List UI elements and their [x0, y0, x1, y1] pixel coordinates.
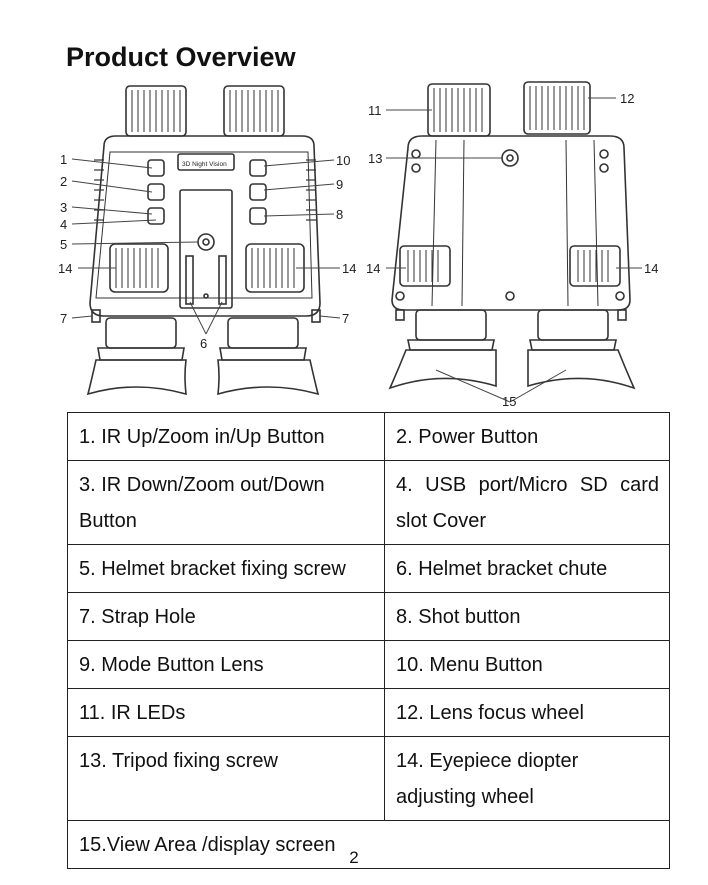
menu-button-icon	[249, 159, 267, 177]
callout-3: 3	[60, 200, 67, 215]
callout-4: 4	[60, 217, 67, 232]
callout-6: 6	[200, 336, 207, 351]
tripod-screw-icon	[501, 149, 519, 167]
callout-12: 12	[620, 91, 634, 106]
mode-button-icon	[249, 183, 267, 201]
table-cell: 5. Helmet bracket fixing screw	[67, 544, 385, 593]
front-right-eyecup	[217, 359, 320, 396]
ir-down-button-icon	[147, 207, 165, 225]
page-title: Product Overview	[66, 42, 296, 72]
callout-2: 2	[60, 174, 67, 189]
callout-5: 5	[60, 237, 67, 252]
callout-8: 8	[336, 207, 343, 222]
table-row: 9. Mode Button Lens 10. Menu Button	[67, 640, 670, 689]
front-body	[89, 135, 321, 317]
device-label-text: 3D Night Vision	[182, 161, 227, 168]
table-cell: 13. Tripod fixing screw	[67, 736, 385, 821]
callout-14-back-left: 14	[366, 261, 380, 276]
front-left-diopter-wheel	[109, 243, 169, 293]
table-cell: 3. IR Down/Zoom out/Down Button	[67, 460, 385, 545]
callout-14-front-right: 14	[342, 261, 356, 276]
front-left-eyecup	[86, 359, 187, 396]
table-cell: 11. IR LEDs	[67, 688, 385, 737]
callout-13: 13	[368, 151, 382, 166]
table-cell: 10. Menu Button	[384, 640, 670, 689]
power-button-icon	[147, 183, 165, 201]
table-cell: 15.View Area /display screen	[67, 820, 670, 869]
table-cell: 8. Shot button	[384, 592, 670, 641]
callout-9: 9	[336, 177, 343, 192]
callout-1: 1	[60, 152, 67, 167]
table-cell: 6. Helmet bracket chute	[384, 544, 670, 593]
front-left-eyepiece	[105, 317, 177, 349]
parts-table: 1. IR Up/Zoom in/Up Button 2. Power Butt…	[67, 412, 670, 869]
device-label-plate	[177, 153, 235, 171]
page-number: 2	[349, 848, 359, 867]
front-right-eyepiece	[227, 317, 299, 349]
binocular-illustration: 1 2 3 4 5 14 7 6 10 9 8 14 7 11 12 13 14…	[58, 81, 658, 408]
strap-hole-right	[311, 309, 321, 323]
table-row: 15.View Area /display screen	[67, 820, 670, 869]
callout-14-front-left: 14	[58, 261, 72, 276]
callout-15: 15	[502, 394, 516, 408]
callout-7-right: 7	[342, 311, 349, 326]
table-cell: 9. Mode Button Lens	[67, 640, 385, 689]
table-row: 11. IR LEDs 12. Lens focus wheel	[67, 688, 670, 737]
callout-14-back-right: 14	[644, 261, 658, 276]
table-row: 7. Strap Hole 8. Shot button	[67, 592, 670, 641]
table-cell: 12. Lens focus wheel	[384, 688, 670, 737]
table-row: 3. IR Down/Zoom out/Down Button 4. USB p…	[67, 460, 670, 545]
callout-10: 10	[336, 153, 350, 168]
table-cell: 1. IR Up/Zoom in/Up Button	[67, 412, 385, 461]
back-left-eyecup	[388, 349, 497, 390]
table-cell: 2. Power Button	[384, 412, 670, 461]
table-cell: 14. Eyepiece diopter adjusting wheel	[384, 736, 670, 821]
back-left-diopter-wheel	[399, 245, 451, 287]
shot-button-icon	[249, 207, 267, 225]
helmet-chute-left	[185, 255, 194, 305]
helmet-screw-icon	[197, 233, 215, 251]
table-row: 5. Helmet bracket fixing screw 6. Helmet…	[67, 544, 670, 593]
table-row: 13. Tripod fixing screw 14. Eyepiece dio…	[67, 736, 670, 821]
callout-7-left: 7	[60, 311, 67, 326]
table-cell: 7. Strap Hole	[67, 592, 385, 641]
back-right-eyepiece	[537, 309, 609, 341]
front-right-diopter-wheel	[245, 243, 305, 293]
back-right-diopter-wheel	[569, 245, 621, 287]
back-body	[391, 135, 631, 311]
helmet-chute-right	[218, 255, 227, 305]
table-row: 1. IR Up/Zoom in/Up Button 2. Power Butt…	[67, 412, 670, 461]
back-left-focus-knob	[427, 83, 491, 137]
product-diagram: 1 2 3 4 5 14 7 6 10 9 8 14 7 11 12 13 14…	[56, 78, 676, 408]
table-cell: 4. USB port/Micro SD card slot Cover	[384, 460, 670, 545]
back-right-focus-knob	[523, 81, 591, 135]
back-left-eyepiece	[415, 309, 487, 341]
back-right-eyecup	[527, 349, 636, 390]
callout-11: 11	[368, 103, 382, 118]
